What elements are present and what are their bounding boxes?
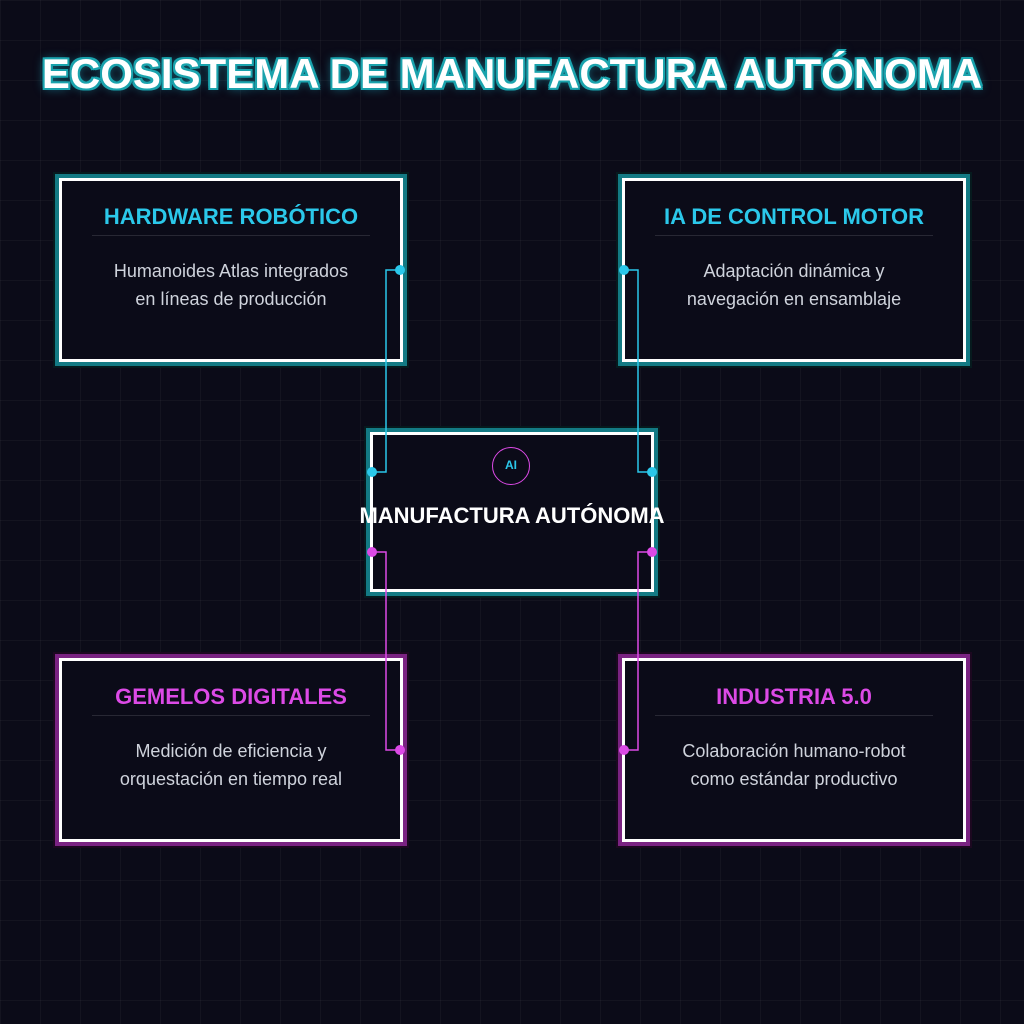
node-description-line: navegación en ensamblaje [686,289,902,309]
node-description-line: orquestación en tiempo real [119,769,343,789]
node-title: GEMELOS DIGITALES [92,683,370,716]
node-description-line: Adaptación dinámica y [703,261,885,281]
node-title: HARDWARE ROBÓTICO [92,203,370,236]
node-industria-5: INDUSTRIA 5.0 Colaboración humano-robot … [622,658,966,842]
node-description: Colaboración humano-robot como estándar … [635,737,953,793]
node-description-line: en líneas de producción [135,289,327,309]
node-ia-control-motor: IA DE CONTROL MOTOR Adaptación dinámica … [622,178,966,362]
node-description: Humanoides Atlas integrados en líneas de… [72,257,390,313]
page-title: ECOSISTEMA DE MANUFACTURA AUTÓNOMA [41,50,983,97]
node-description-line: Colaboración humano-robot [682,741,906,761]
node-title: INDUSTRIA 5.0 [655,683,933,716]
node-description-line: Humanoides Atlas integrados [113,261,349,281]
node-title: IA DE CONTROL MOTOR [655,203,933,236]
node-gemelos-digitales: GEMELOS DIGITALES Medición de eficiencia… [59,658,403,842]
node-description-line: como estándar productivo [690,769,898,789]
node-hardware-robotico: HARDWARE ROBÓTICO Humanoides Atlas integ… [59,178,403,362]
ai-badge-icon: AI [492,447,530,485]
node-description: Medición de eficiencia y orquestación en… [72,737,390,793]
node-description: Adaptación dinámica y navegación en ensa… [635,257,953,313]
central-hub-label: MANUFACTURA AUTÓNOMA [359,503,665,528]
node-description-line: Medición de eficiencia y [135,741,327,761]
